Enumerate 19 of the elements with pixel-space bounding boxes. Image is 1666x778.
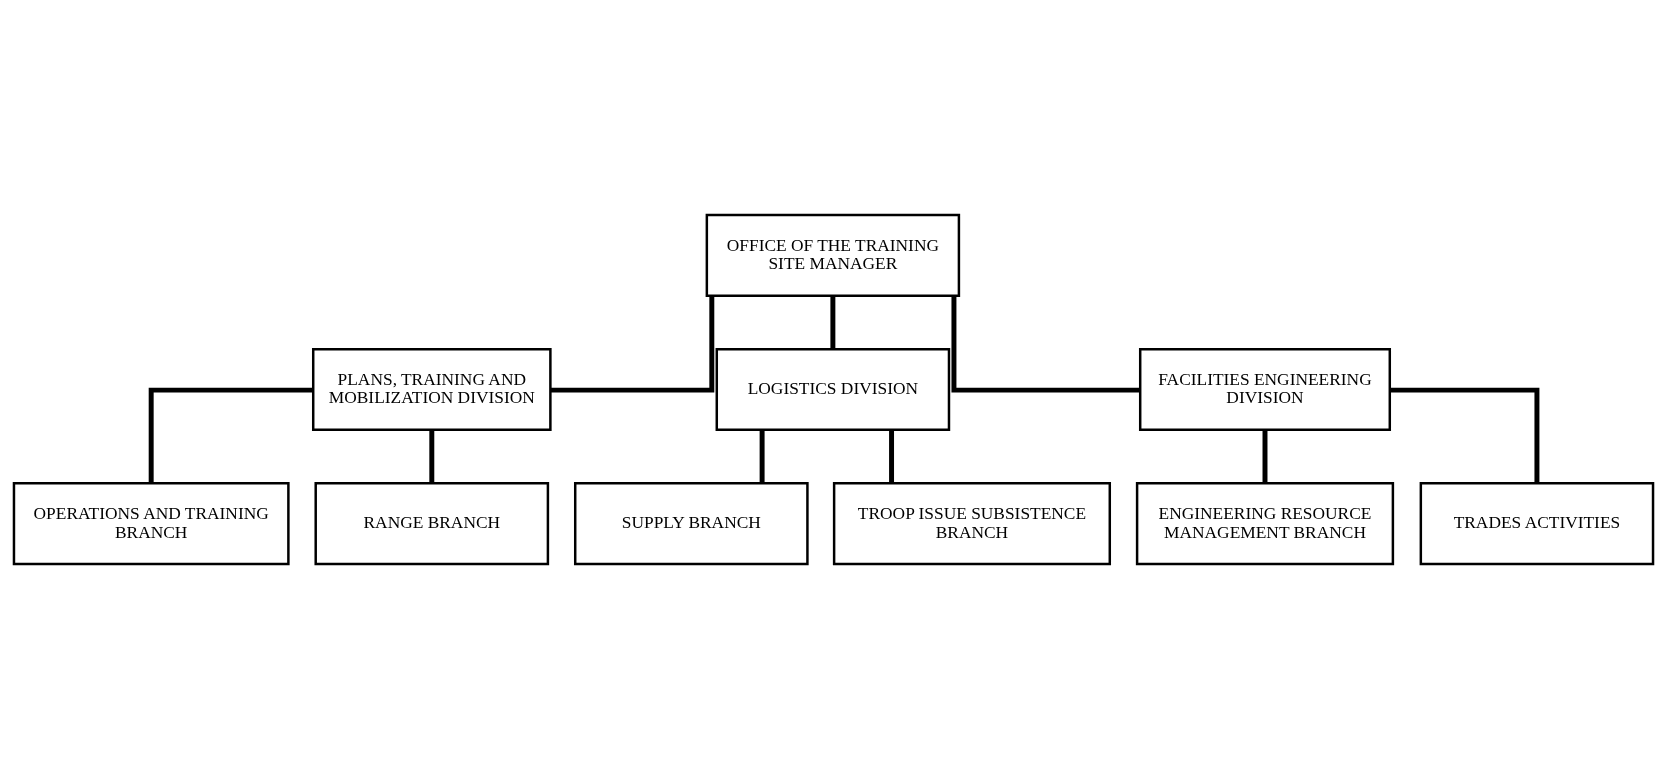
- node-box: FACILITIES ENGINEERING DIVISION: [1138, 347, 1391, 431]
- node-box: LOGISTICS DIVISION: [715, 347, 950, 431]
- connector: [1262, 429, 1267, 483]
- connector: [888, 429, 894, 483]
- connector: [550, 295, 714, 393]
- connector: [148, 387, 313, 483]
- connector: [428, 429, 434, 483]
- node-box: TRADES ACTIVITIES: [1419, 481, 1654, 565]
- node-box: TROOP ISSUE SUBSISTENCE BRANCH: [832, 481, 1111, 565]
- node-box: SUPPLY BRANCH: [573, 481, 809, 565]
- node-box: PLANS, TRAINING AND MOBILIZATION DIVISION: [311, 347, 552, 431]
- connector: [829, 295, 835, 349]
- node-box: OPERATIONS AND TRAINING BRANCH: [12, 481, 290, 565]
- connector: [759, 429, 765, 483]
- node-box: OFFICE OF THE TRAINING SITE MANAGER: [705, 213, 960, 297]
- node-box: ENGINEERING RESOURCE MANAGEMENT BRANCH: [1135, 481, 1394, 565]
- connector: [950, 295, 1140, 393]
- connector: [1389, 387, 1539, 483]
- node-box: RANGE BRANCH: [313, 481, 549, 565]
